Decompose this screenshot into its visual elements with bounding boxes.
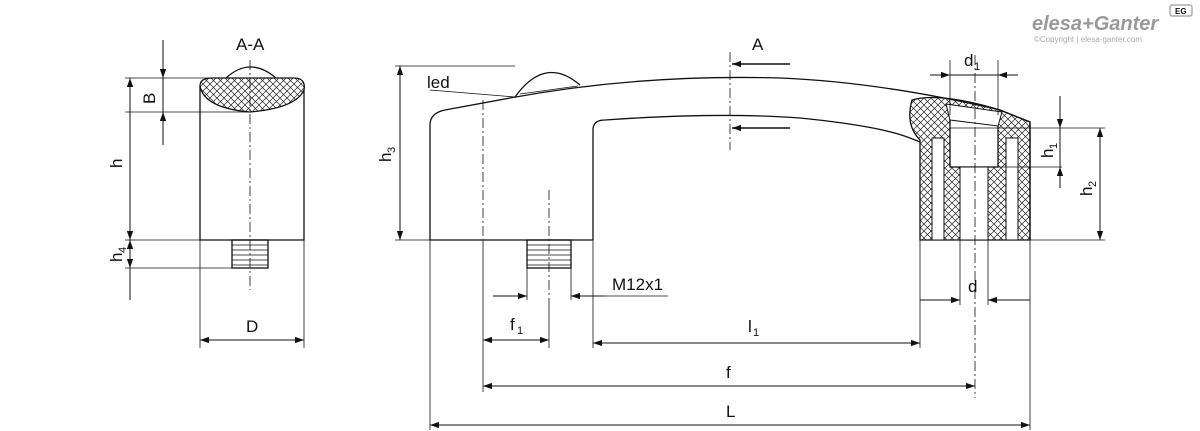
logo-badge-box [1169, 4, 1193, 17]
dim-h-label: h [107, 159, 126, 168]
dim-h4-sub: 4 [117, 247, 129, 253]
svg-text:2: 2 [1087, 181, 1099, 187]
bore-right [1005, 137, 1019, 241]
dim-h4-label: h 4 [107, 247, 129, 262]
brand-logo: elesa+Ganter EG ©Copyright | elesa-gante… [1032, 4, 1193, 44]
dim-l1-label: l 1 [748, 317, 759, 339]
svg-text:h: h [1077, 187, 1096, 196]
section-arrow-label: A [752, 35, 764, 54]
led-leader [429, 89, 516, 98]
logo-brand-text: elesa+Ganter [1032, 13, 1159, 35]
dim-h1-label: h 1 [1038, 143, 1060, 158]
handle-inner-arch [592, 114, 921, 240]
logo-badge-text: EG [1175, 7, 1187, 16]
svg-text:1: 1 [1048, 143, 1060, 149]
bore-center [959, 166, 989, 241]
led-dome-main [514, 71, 581, 98]
handle-outer-contour [429, 76, 1031, 240]
svg-text:1: 1 [974, 61, 980, 73]
dim-f-label: f [726, 363, 731, 382]
svg-text:l: l [748, 317, 752, 336]
dim-h2-label: h 2 [1077, 181, 1099, 196]
dim-h3-label: h 3 [376, 147, 398, 162]
thread-label: M12x1 [612, 275, 663, 294]
bore-left [931, 137, 945, 241]
logo-copyright: ©Copyright | elesa-ganter.com [1034, 35, 1142, 44]
svg-text:1: 1 [517, 325, 523, 337]
svg-text:f: f [510, 315, 515, 334]
dim-B-label: B [140, 93, 159, 104]
dim-f1-label: f 1 [510, 315, 523, 337]
dim-h4-main: h [107, 253, 126, 262]
section-hatch-cap [199, 77, 305, 113]
main-view [395, 52, 1105, 430]
svg-text:h: h [376, 153, 395, 162]
dim-L-label: L [726, 402, 735, 421]
section-title: A-A [236, 35, 265, 54]
led-label: led [427, 73, 450, 92]
svg-text:h: h [1038, 149, 1057, 158]
svg-text:d: d [964, 51, 973, 70]
led-dome [225, 66, 277, 79]
svg-text:3: 3 [386, 147, 398, 153]
section-view: A-A [125, 35, 305, 348]
dim-D-label: D [246, 317, 258, 336]
svg-text:1: 1 [753, 327, 759, 339]
dim-d-label: d [968, 277, 977, 296]
dim-d1-label: d 1 [964, 51, 980, 73]
